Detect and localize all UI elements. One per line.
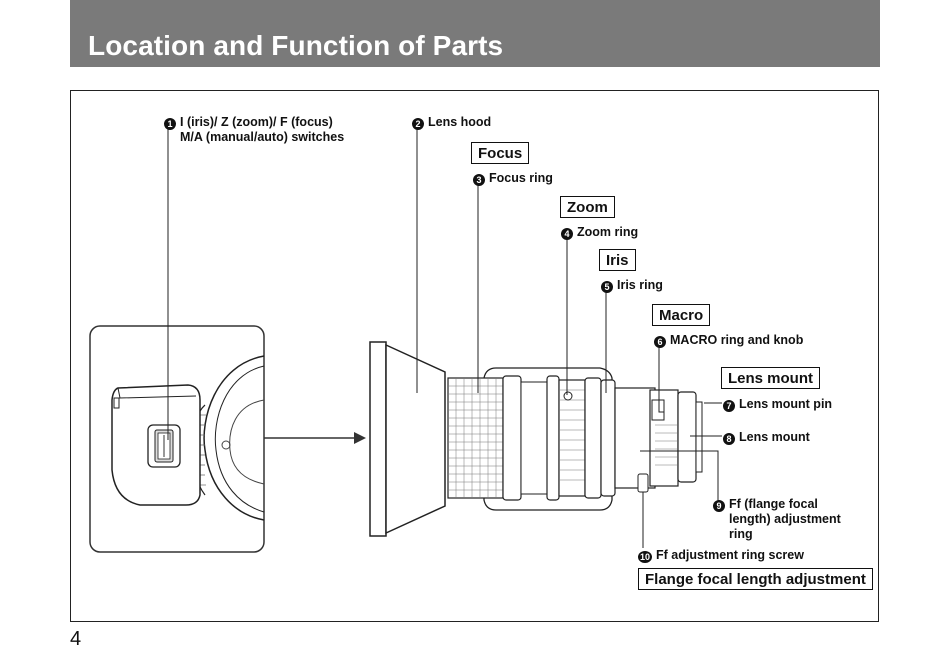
callout-10-ff-screw: 10 Ff adjustment ring screw <box>638 548 804 563</box>
callout-number: 8 <box>723 433 735 445</box>
callout-2-lens-hood: 2 Lens hood <box>412 115 491 130</box>
callout-text: M/A (manual/auto) switches <box>180 130 345 144</box>
section-box-focus: Focus <box>471 142 530 164</box>
callout-9-ff-ring: 9 Ff (flange focal length) adjustment rin… <box>713 497 841 542</box>
page-header: Location and Function of Parts <box>70 0 880 67</box>
callout-number: 6 <box>654 336 666 348</box>
section-box-macro: Macro <box>652 304 711 326</box>
callout-4-zoom-ring: 4 Zoom ring <box>561 225 638 240</box>
callout-number: 9 <box>713 500 725 512</box>
callout-text: length) adjustment <box>729 512 841 526</box>
callout-6-macro-ring: 6 MACRO ring and knob <box>654 333 803 348</box>
leader-lines <box>167 128 722 548</box>
callout-text: Lens hood <box>428 115 492 129</box>
page-title: Location and Function of Parts <box>88 30 504 61</box>
page-number: 4 <box>70 628 82 650</box>
callout-3-focus-ring: 3 Focus ring <box>473 171 553 186</box>
section-box-iris: Iris <box>599 249 636 271</box>
callout-5-iris-ring: 5 Iris ring <box>601 278 663 293</box>
switch-detail-inset <box>89 325 366 553</box>
callout-number: 7 <box>723 400 735 412</box>
callout-text: Lens mount pin <box>739 397 833 411</box>
callout-text: Focus ring <box>489 171 553 185</box>
callout-text: Iris ring <box>617 278 663 292</box>
diagram-frame <box>70 90 879 622</box>
callout-number: 3 <box>473 174 485 186</box>
section-box-flange: Flange focal length adjustment <box>638 568 873 590</box>
callout-number: 1 <box>164 118 176 130</box>
lens-body <box>369 341 703 537</box>
callout-7-lens-mount-pin: 7 Lens mount pin <box>723 397 832 412</box>
callout-text: Ff adjustment ring screw <box>656 548 804 562</box>
section-box-zoom: Zoom <box>560 196 615 218</box>
callout-number: 10 <box>638 551 652 563</box>
callout-text: Lens mount <box>739 430 810 444</box>
section-box-lens-mount: Lens mount <box>721 367 820 389</box>
callout-number: 2 <box>412 118 424 130</box>
callout-8-lens-mount: 8 Lens mount <box>723 430 810 445</box>
callout-text: Zoom ring <box>577 225 639 239</box>
callout-text: MACRO ring and knob <box>670 333 804 347</box>
callout-number: 4 <box>561 228 573 240</box>
callout-1-switches: 1 I (iris)/ Z (zoom)/ F (focus) M/A (manu… <box>164 115 344 144</box>
callout-text: Ff (flange focal <box>729 497 818 511</box>
callout-text: ring <box>729 527 753 541</box>
callout-number: 5 <box>601 281 613 293</box>
callout-text: I (iris)/ Z (zoom)/ F (focus) <box>180 115 333 129</box>
